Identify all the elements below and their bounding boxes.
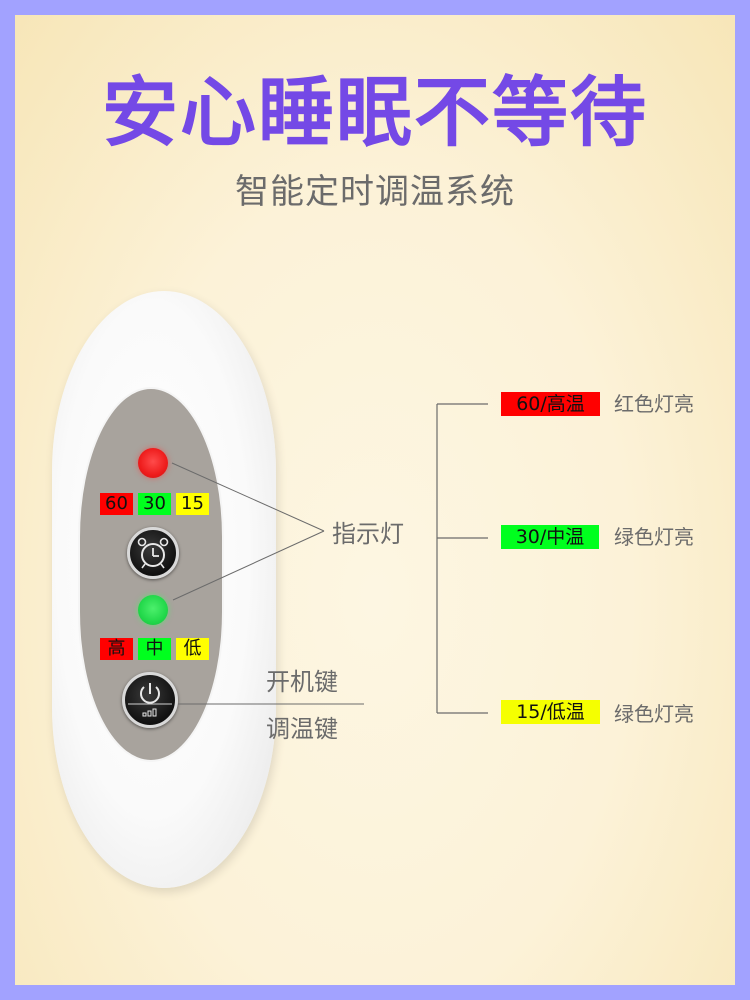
alarm-clock-icon [137,537,169,569]
power-temp-button[interactable] [122,672,178,728]
page-subtitle: 智能定时调温系统 [235,172,515,212]
level-chip-high: 高 [100,638,133,660]
page-title: 安心睡眠不等待 [102,68,648,157]
green-indicator-led [138,595,168,625]
power-key-label: 开机键 [266,668,338,696]
legend-desc-low: 绿色灯亮 [614,702,694,726]
level-chip-low: 低 [176,638,209,660]
red-indicator-led [138,448,168,478]
level-chip-mid: 中 [138,638,171,660]
timer-button[interactable] [127,527,179,579]
legend-tag-high: 60/高温 [501,392,600,416]
timer-chip-60: 60 [100,493,133,515]
legend-desc-mid: 绿色灯亮 [614,525,694,549]
legend-desc-high: 红色灯亮 [614,392,694,416]
signal-bars-icon [142,708,157,717]
legend-tag-mid: 30/中温 [501,525,599,549]
timer-chip-30: 30 [138,493,171,515]
temp-key-label: 调温键 [266,715,338,743]
power-icon [128,683,172,705]
indicator-label: 指示灯 [332,520,404,548]
timer-chip-15: 15 [176,493,209,515]
legend-tag-low: 15/低温 [501,700,600,724]
